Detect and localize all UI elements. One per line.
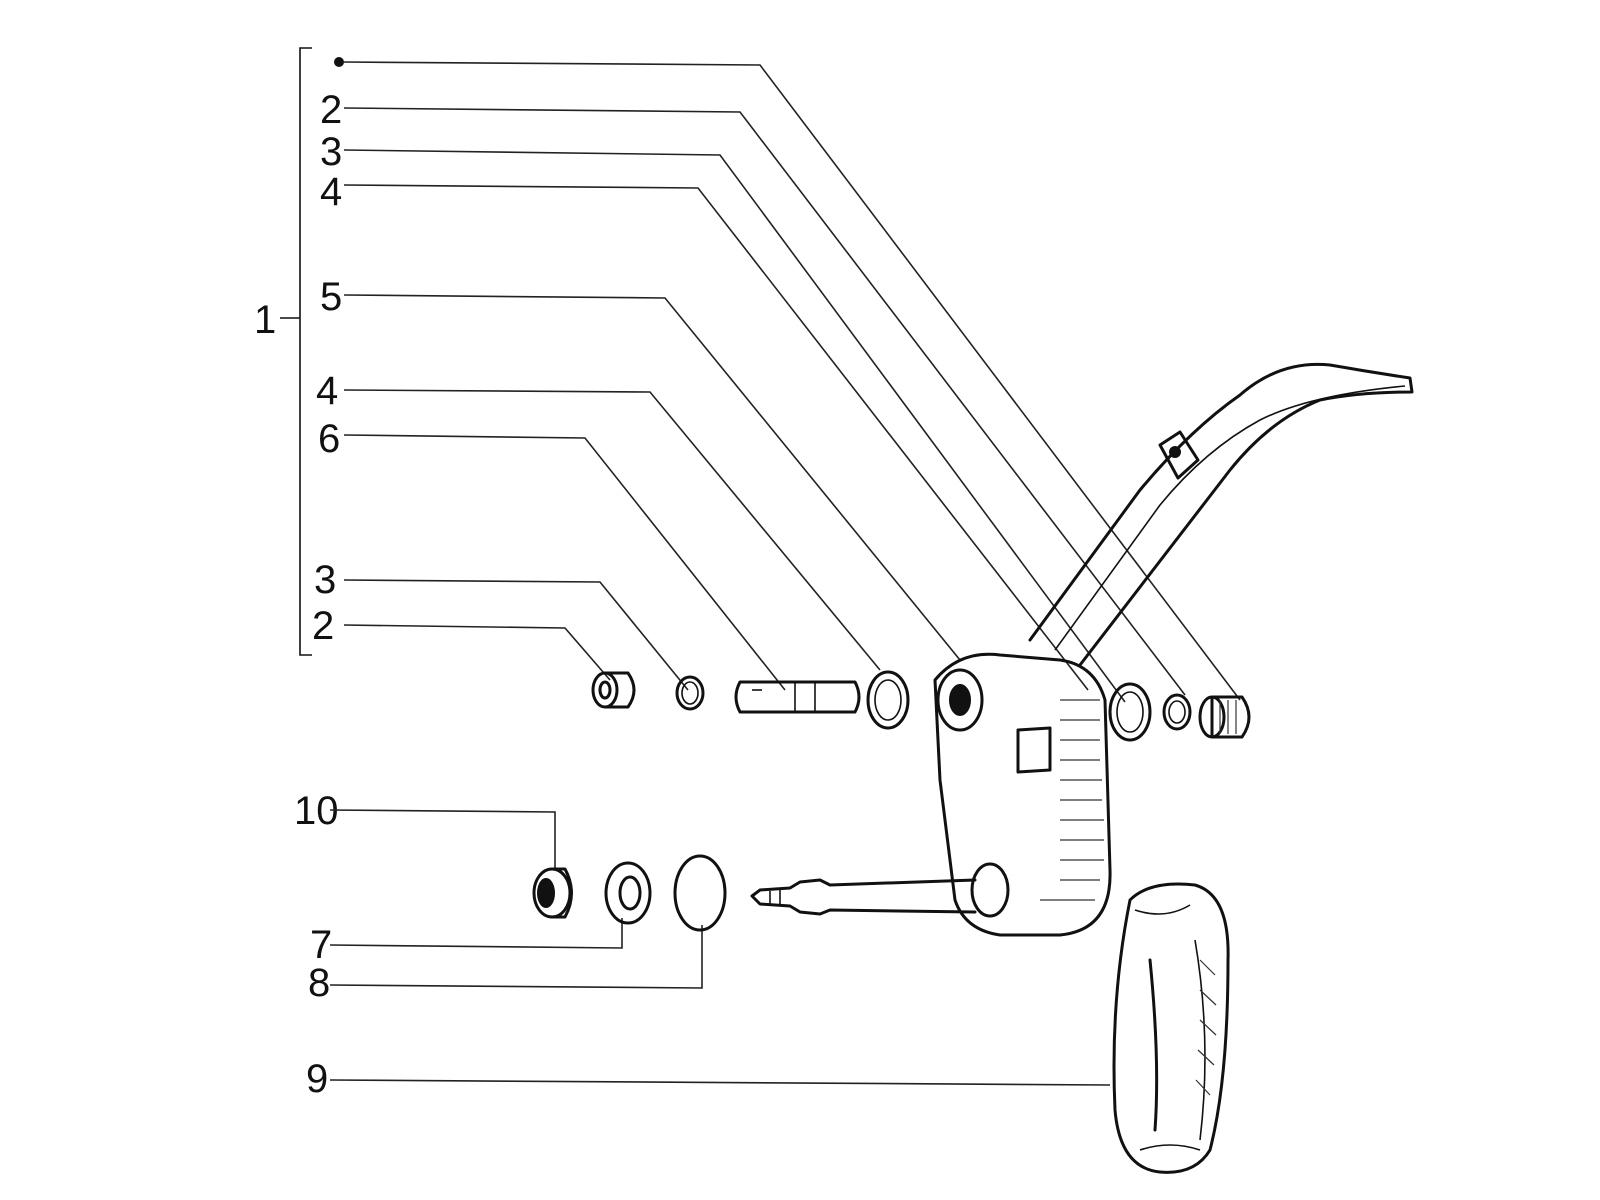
part-3-ring-right: [1162, 693, 1192, 731]
group-bracket: [280, 47, 344, 656]
part-4-washer-left: [866, 670, 910, 730]
label-6: 6: [318, 417, 340, 461]
part-6-pin: [734, 680, 861, 714]
label-2-bottom: 2: [312, 604, 334, 648]
part-7-washer: [604, 861, 652, 925]
label-4-bottom: 4: [316, 369, 338, 413]
part-3-ring-left: [675, 675, 705, 711]
label-5: 5: [320, 275, 342, 319]
label-2-top: 2: [320, 88, 342, 132]
part-5-lever-arm: [750, 362, 1414, 937]
callout-labels: 1 2 3 4 5 4 6 3 2 10 7 8 9: [254, 88, 342, 1101]
label-9: 9: [306, 1057, 328, 1101]
label-7: 7: [310, 923, 332, 967]
label-4-top: 4: [320, 170, 342, 214]
part-2-bushing-right: [1198, 695, 1251, 739]
label-3-bottom: 3: [314, 558, 336, 602]
part-2-bushing-left: [591, 671, 636, 709]
part-8-o-ring: [673, 854, 727, 932]
label-1: 1: [254, 298, 276, 342]
leader-lines: [329, 61, 1241, 1086]
part-4-washer-right: [1108, 682, 1152, 742]
part-9-pad: [1112, 882, 1230, 1174]
part-10-seal: [532, 867, 573, 919]
label-10: 10: [294, 789, 339, 833]
label-8: 8: [308, 961, 330, 1005]
label-3-top: 3: [320, 130, 342, 174]
